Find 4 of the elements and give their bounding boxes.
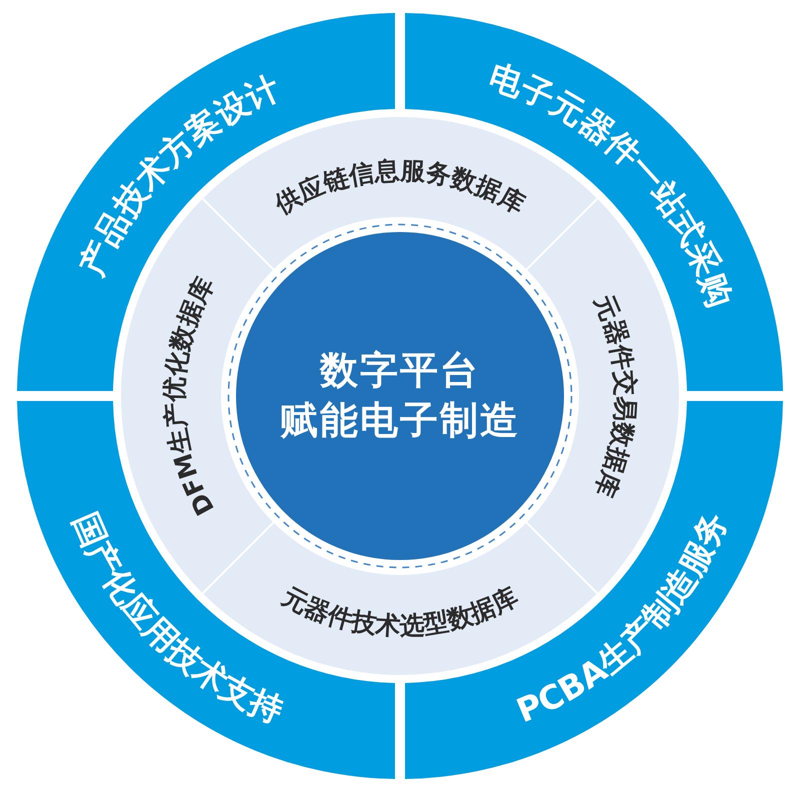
center-title: 数字平台 (320, 348, 480, 394)
center-title: 赋能电子制造 (280, 398, 520, 444)
database-label: 元器件交易数据库 (589, 290, 640, 502)
database-label: 元器件技术选型数据库 (278, 582, 522, 640)
